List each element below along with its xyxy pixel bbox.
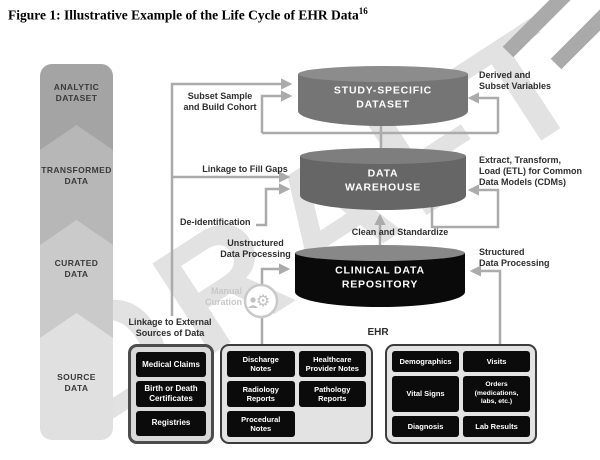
label-etl-cdm: Extract, Transform, Load (ETL) for Commo…: [479, 155, 582, 187]
label-linkage-external: Linkage to External Sources of Data: [128, 317, 212, 338]
cylinder-top: [300, 148, 466, 164]
box-vital-signs: Vital Signs: [392, 375, 459, 413]
group-ehr-unstructured: Discharge Notes Healthcare Provider Note…: [220, 344, 373, 444]
label-unstructured: Unstructured Data Processing: [220, 238, 291, 259]
cylinder-study-specific-dataset: STUDY-SPECIFIC DATASET: [298, 66, 468, 126]
box-diagnosis: Diagnosis: [392, 416, 459, 437]
empty-cell: [299, 411, 367, 437]
box-procedural-notes: Procedural Notes: [227, 411, 295, 437]
edge-etl-loop: [430, 184, 500, 229]
edge-derived-loop: [467, 92, 500, 133]
box-demographics: Demographics: [392, 351, 459, 372]
label-structured: Structured Data Processing: [479, 247, 550, 268]
box-provider-notes: Healthcare Provider Notes: [298, 351, 366, 377]
label-subset-sample: Subset Sample and Build Cohort: [183, 91, 257, 112]
group-ehr-structured: Demographics Visits Vital Signs Orders (…: [385, 344, 537, 444]
figure-title-text: Figure 1: Illustrative Example of the Li…: [8, 7, 359, 23]
cylinder-top: [295, 245, 465, 261]
figure-title: Figure 1: Illustrative Example of the Li…: [8, 6, 368, 24]
box-radiology-reports: Radiology Reports: [227, 381, 295, 407]
stage-label: CURATED DATA: [54, 258, 99, 279]
label-clean-standardize: Clean and Standardize: [351, 227, 449, 237]
watermark-stroke: [550, 9, 600, 70]
label-derived-variables: Derived and Subset Variables: [479, 70, 552, 91]
box-lab-results: Lab Results: [463, 416, 530, 437]
edge-unstructured: [260, 263, 291, 345]
cylinder-clinical-data-repository: CLINICAL DATA REPOSITORY: [295, 245, 465, 307]
box-birth-death-certs: Birth or Death Certificates: [136, 381, 206, 407]
edge-structured: [469, 265, 502, 345]
group-external-sources: Medical Claims Birth or Death Certificat…: [128, 344, 214, 444]
data-stage-column: ANALYTIC DATASET TRANSFORMED DATA CURATE…: [40, 64, 113, 440]
stage-label: ANALYTIC DATASET: [53, 82, 100, 103]
manual-curation-circle: [243, 283, 279, 319]
gear-icon: ⚙: [256, 291, 270, 310]
edge-subset-sample: [260, 90, 293, 133]
box-medical-claims: Medical Claims: [136, 352, 206, 378]
cylinder-data-warehouse: DATA WAREHOUSE: [300, 148, 466, 210]
stage-label: SOURCE DATA: [57, 372, 96, 393]
cylinder-body: [300, 156, 466, 210]
manual-curation-badge: ⚙: [243, 283, 279, 319]
box-registries: Registries: [136, 410, 206, 436]
cylinder-body: [295, 253, 465, 307]
edge-linkage-external-to-dataset: [170, 78, 293, 316]
person-icon: [250, 297, 256, 303]
person-icon: [248, 305, 258, 308]
cylinder-label: STUDY-SPECIFIC DATASET: [333, 84, 433, 111]
cylinder-body: [298, 74, 468, 126]
label-deidentification: De-identification: [180, 217, 251, 227]
label-linkage-fill-gaps: Linkage to Fill Gaps: [202, 164, 288, 174]
label-ehr: EHR: [367, 327, 389, 338]
label-manual-curation: Manual Curation: [205, 286, 242, 307]
box-orders: Orders (medications, labs, etc.): [463, 375, 530, 413]
box-visits: Visits: [463, 351, 530, 372]
watermark-stroke: [502, 0, 571, 58]
box-pathology-reports: Pathology Reports: [298, 381, 366, 407]
cylinder-label: DATA WAREHOUSE: [344, 167, 422, 194]
stage-transformed-data: TRANSFORMED DATA: [40, 125, 113, 250]
stage-source-data: SOURCE DATA: [40, 313, 113, 440]
edge-deidentification: [256, 183, 291, 227]
cylinder-top: [298, 66, 468, 82]
stage-label: TRANSFORMED DATA: [41, 165, 112, 186]
cylinder-label: CLINICAL DATA REPOSITORY: [335, 264, 425, 291]
figure-title-footnote: 16: [358, 6, 368, 16]
box-discharge-notes: Discharge Notes: [227, 351, 295, 377]
stage-analytic-dataset: ANALYTIC DATASET: [40, 64, 113, 155]
